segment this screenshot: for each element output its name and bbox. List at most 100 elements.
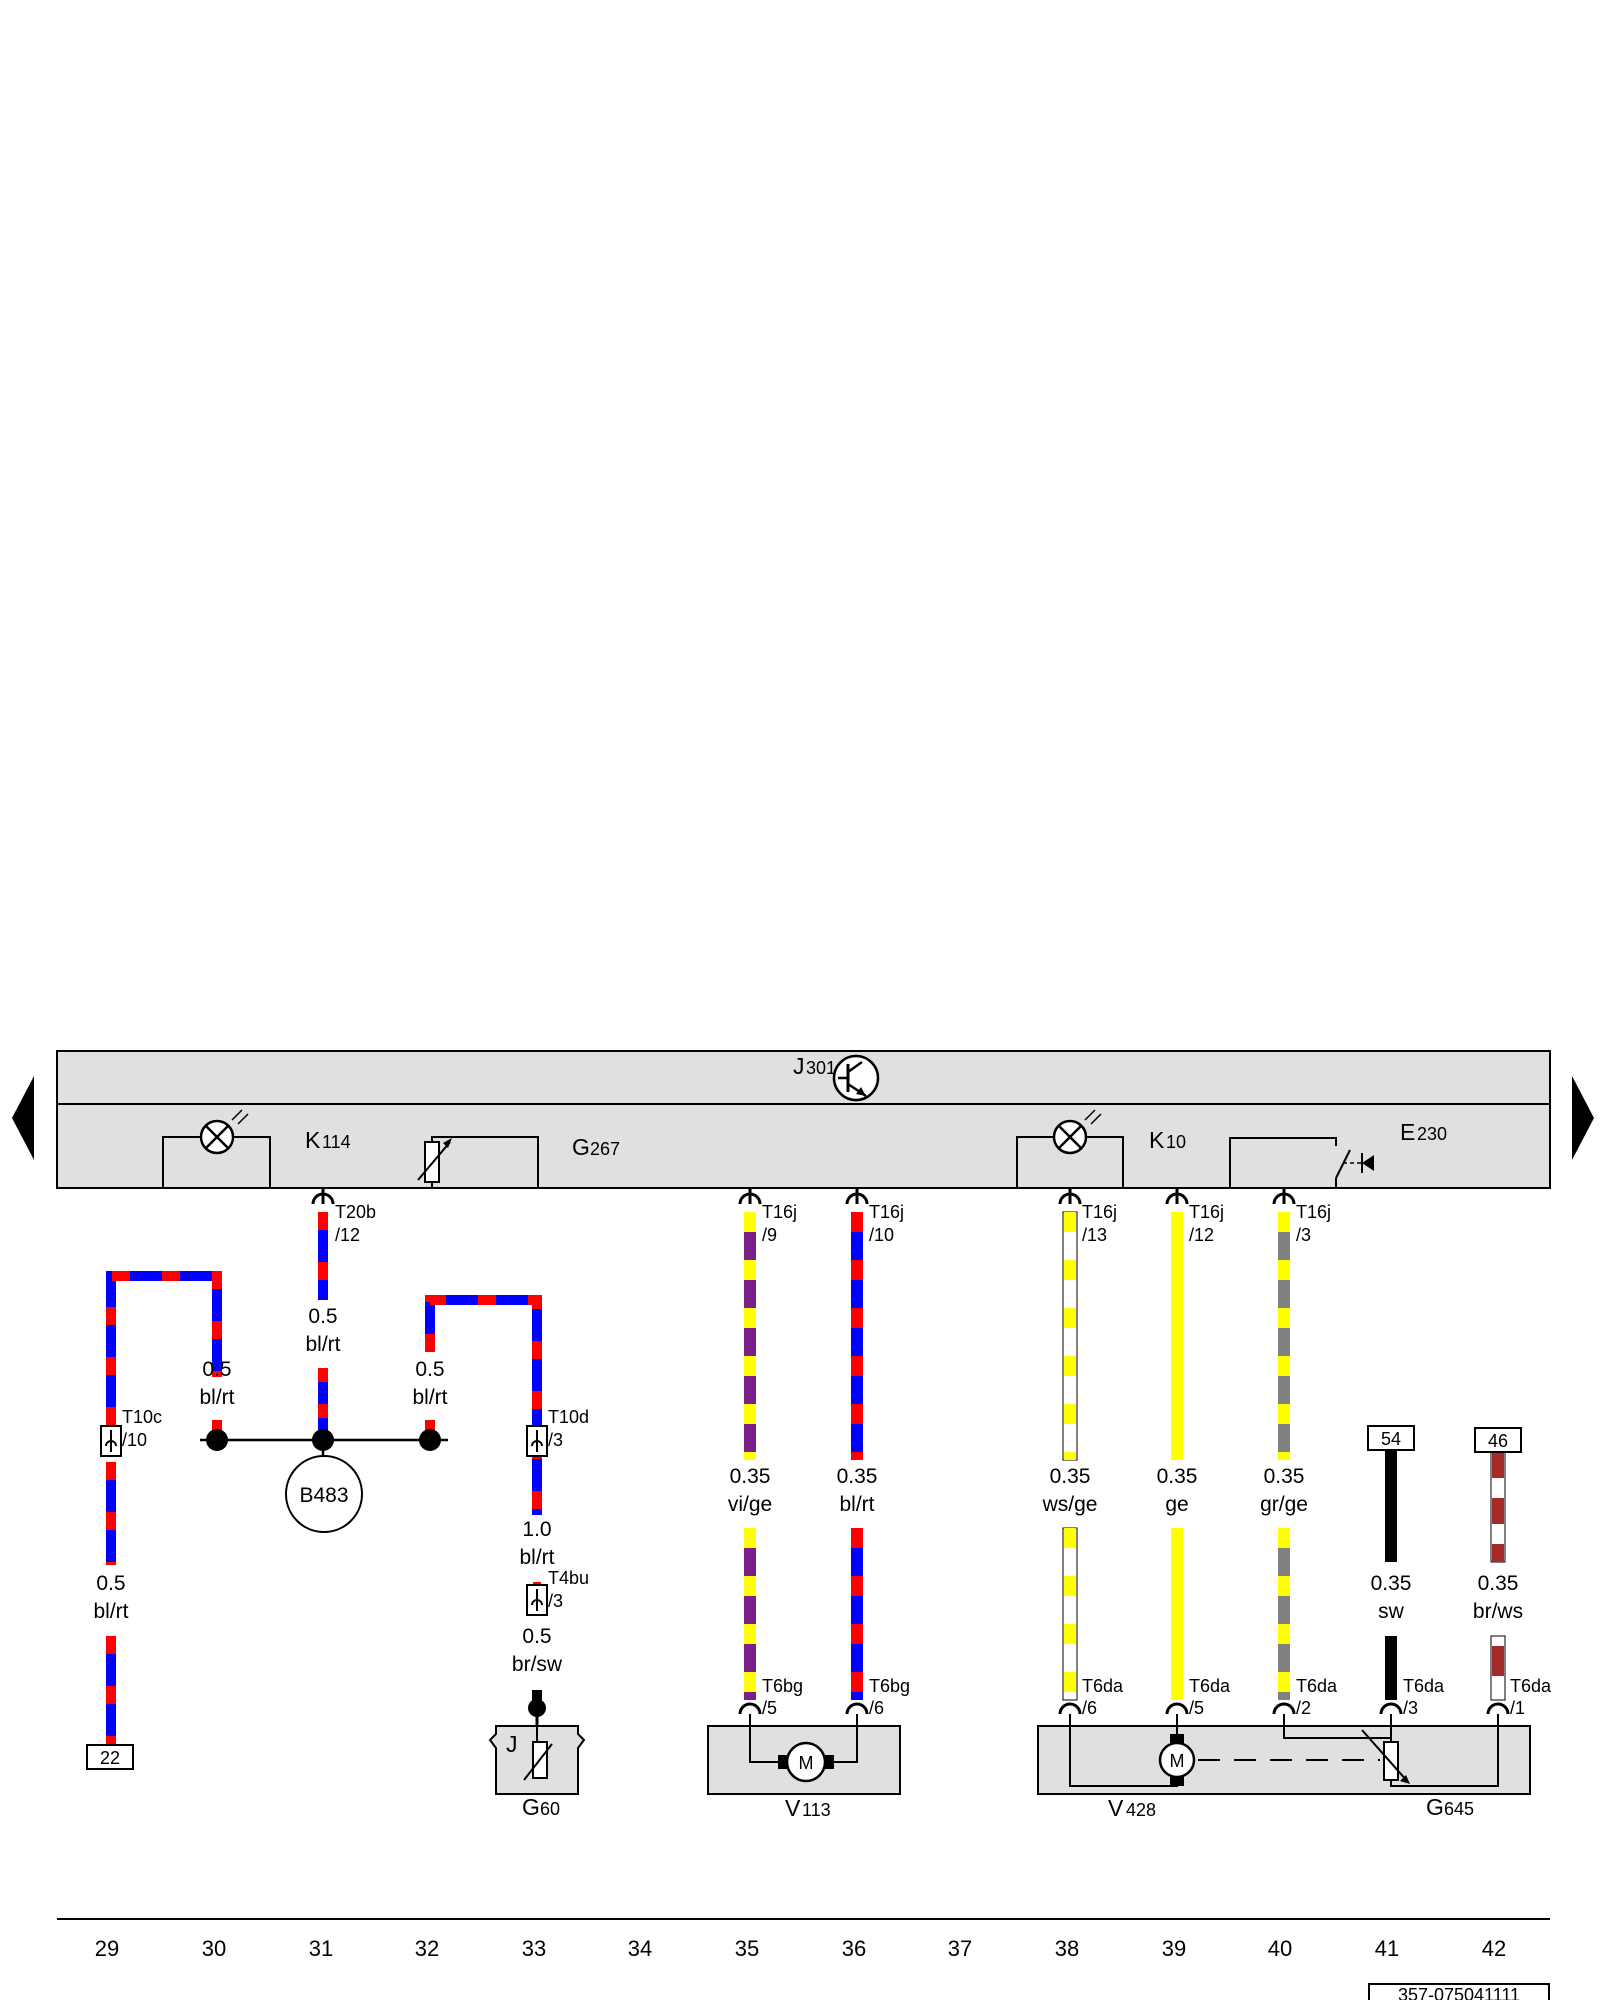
svg-text:bl/rt: bl/rt xyxy=(839,1493,874,1516)
v113-label: V 113 xyxy=(785,1795,831,1821)
svg-text:/12: /12 xyxy=(1189,1225,1214,1245)
next-page-arrow-icon[interactable] xyxy=(1572,1076,1594,1160)
g60-label: G 60 xyxy=(522,1794,560,1820)
svg-text:0.5: 0.5 xyxy=(308,1305,337,1328)
svg-text:/3: /3 xyxy=(1296,1225,1311,1245)
v113-motor xyxy=(707,1714,901,1795)
wire-label-42: 0.35 br/ws xyxy=(1473,1572,1523,1623)
connector-t16j-9: T16j/9 xyxy=(762,1202,797,1245)
connector-t16j-12: T16j/12 xyxy=(1189,1202,1224,1245)
svg-text:T6da: T6da xyxy=(1510,1676,1552,1696)
svg-text:T10d: T10d xyxy=(548,1407,589,1427)
svg-text:T16j: T16j xyxy=(762,1202,797,1222)
g645-label: G 645 xyxy=(1426,1794,1474,1820)
wire-label-33a: 1.0bl/rt xyxy=(519,1518,554,1569)
column-number: 38 xyxy=(1055,1936,1079,1961)
svg-text:bl/rt: bl/rt xyxy=(519,1546,554,1569)
connector-t20b: T20b/12 xyxy=(335,1202,376,1245)
svg-text:0.35: 0.35 xyxy=(1478,1572,1519,1595)
svg-text:46: 46 xyxy=(1488,1431,1508,1451)
v113-motor-symbol: M xyxy=(799,1753,814,1773)
svg-text:0.35: 0.35 xyxy=(837,1465,878,1488)
wire-42 xyxy=(1490,1451,1506,1701)
reference-box-54[interactable]: 54 xyxy=(1367,1425,1415,1451)
svg-text:/12: /12 xyxy=(335,1225,360,1245)
svg-text:J: J xyxy=(793,1053,805,1079)
control-unit-box-j301 xyxy=(56,1050,1551,1105)
svg-text:0.35: 0.35 xyxy=(1371,1572,1412,1595)
svg-text:267: 267 xyxy=(590,1139,620,1159)
column-number: 36 xyxy=(842,1936,866,1961)
k10-label: K 10 xyxy=(1149,1127,1186,1153)
svg-text:br/ws: br/ws xyxy=(1473,1600,1523,1623)
svg-text:T16j: T16j xyxy=(869,1202,904,1222)
svg-text:/6: /6 xyxy=(869,1698,884,1718)
svg-text:G: G xyxy=(572,1134,590,1160)
k10-warning-lamp xyxy=(1016,1109,1124,1188)
column-number: 41 xyxy=(1375,1936,1399,1961)
svg-text:K: K xyxy=(305,1127,321,1153)
svg-text:T6da: T6da xyxy=(1403,1676,1445,1696)
svg-text:/10: /10 xyxy=(869,1225,894,1245)
column-numbers: 29 30 31 32 33 34 35 36 37 38 39 40 41 4… xyxy=(95,1936,1506,1961)
wire-label-33b: 0.5br/sw xyxy=(512,1625,563,1676)
svg-text:G: G xyxy=(1426,1794,1444,1820)
b483-label: B483 xyxy=(299,1484,348,1507)
column-number: 34 xyxy=(628,1936,652,1961)
svg-text:301: 301 xyxy=(806,1058,836,1078)
wire-label-35: 0.35 vi/ge xyxy=(728,1465,772,1516)
svg-text:bl/rt: bl/rt xyxy=(93,1600,128,1623)
svg-text:357-075041111: 357-075041111 xyxy=(1398,1985,1520,2000)
svg-text:V: V xyxy=(1108,1795,1124,1821)
svg-text:bl/rt: bl/rt xyxy=(412,1386,447,1409)
svg-text:/6: /6 xyxy=(1082,1698,1097,1718)
reference-box-22[interactable]: 22 xyxy=(86,1744,134,1770)
svg-text:T6bg: T6bg xyxy=(869,1676,910,1696)
svg-text:/5: /5 xyxy=(762,1698,777,1718)
column-number: 29 xyxy=(95,1936,119,1961)
column-number: 37 xyxy=(948,1936,972,1961)
svg-text:/3: /3 xyxy=(1403,1698,1418,1718)
connector-symbols-bottom xyxy=(738,1702,1510,1715)
previous-page-arrow-icon[interactable] xyxy=(12,1076,34,1160)
svg-text:bl/rt: bl/rt xyxy=(305,1333,340,1356)
v428-label: V 428 xyxy=(1108,1795,1156,1821)
wire-labels: 0.5bl/rt 0.5bl/rt 0.5bl/rt 0.5bl/rt 1.0b… xyxy=(93,1305,1523,1676)
connector-symbols-top xyxy=(311,1188,1296,1205)
connector-t10c: T10c/10 xyxy=(122,1407,162,1450)
connector-t16j-3: T16j/3 xyxy=(1296,1202,1331,1245)
wire-38 xyxy=(1062,1211,1078,1701)
svg-text:113: 113 xyxy=(802,1800,831,1820)
transistor-icon xyxy=(832,1054,880,1102)
g267-potentiometer xyxy=(417,1136,539,1188)
inline-connector-t4bu xyxy=(526,1584,548,1616)
svg-text:/13: /13 xyxy=(1082,1225,1107,1245)
svg-text:T6da: T6da xyxy=(1082,1676,1124,1696)
connector-t6da-3: T6da/3 xyxy=(1403,1676,1445,1718)
svg-text:0.5: 0.5 xyxy=(522,1625,551,1648)
connector-labels: T20b/12 T10c/10 T10d/3 T4bu/3 T16j/9 T16… xyxy=(122,1202,1552,1718)
connector-t6da-1: T6da/1 xyxy=(1510,1676,1552,1718)
reference-box-46[interactable]: 46 xyxy=(1474,1427,1522,1453)
svg-text:0.35: 0.35 xyxy=(730,1465,771,1488)
svg-text:T16j: T16j xyxy=(1189,1202,1224,1222)
j301-label: J 301 xyxy=(793,1053,836,1079)
k114-warning-lamp xyxy=(162,1109,271,1188)
column-number: 39 xyxy=(1162,1936,1186,1961)
k114-label: K 114 xyxy=(305,1127,351,1153)
svg-text:ws/ge: ws/ge xyxy=(1042,1493,1098,1516)
v428-g645-assembly xyxy=(1037,1714,1531,1795)
column-number: 32 xyxy=(415,1936,439,1961)
svg-text:vi/ge: vi/ge xyxy=(728,1493,772,1516)
svg-text:/1: /1 xyxy=(1510,1698,1525,1718)
connector-t16j-10: T16j/10 xyxy=(869,1202,904,1245)
svg-text:gr/ge: gr/ge xyxy=(1260,1493,1308,1516)
svg-text:T6bg: T6bg xyxy=(762,1676,803,1696)
column-number: 42 xyxy=(1482,1936,1506,1961)
wire-label-29: 0.5bl/rt xyxy=(93,1572,128,1623)
inline-connector-t10d xyxy=(526,1425,548,1457)
connector-t16j-13: T16j/13 xyxy=(1082,1202,1117,1245)
connector-t6da-2: T6da/2 xyxy=(1296,1676,1338,1718)
